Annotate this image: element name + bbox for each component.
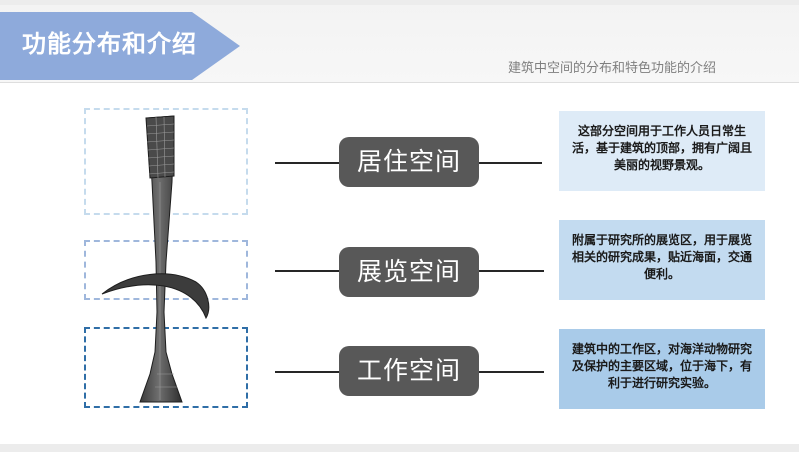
page-subtitle: 建筑中空间的分布和特色功能的介绍 [508,61,717,76]
tower-illustration [101,115,210,403]
connector-line [275,162,345,164]
connector-line [275,270,345,272]
residential-space-label: 居住空间 [339,137,479,187]
title-tab [0,12,240,80]
exhibition-space-label: 展览空间 [339,247,479,297]
connector-line [275,371,345,373]
title-tab-shape [0,12,240,80]
header-separator [0,82,799,83]
connector-line [472,162,542,164]
bottom-strip [0,444,799,452]
top-strip [0,0,799,5]
page-title: 功能分布和介绍 [22,30,197,58]
residential-space-description: 这部分空间用于工作人员日常生活，基于建筑的顶部，拥有广阔且美丽的视野景观。 [559,111,765,191]
exhibition-space-description: 附属于研究所的展览区，用于展览相关的研究成果，贴近海面，交通便利。 [559,220,765,300]
work-zone-frame [84,327,248,408]
work-space-label: 工作空间 [339,346,479,396]
connector-line [472,371,544,373]
work-space-description: 建筑中的工作区，对海洋动物研究及保护的主要区域，位于海下，有利于进行研究实验。 [559,329,765,409]
connector-line [472,270,544,272]
